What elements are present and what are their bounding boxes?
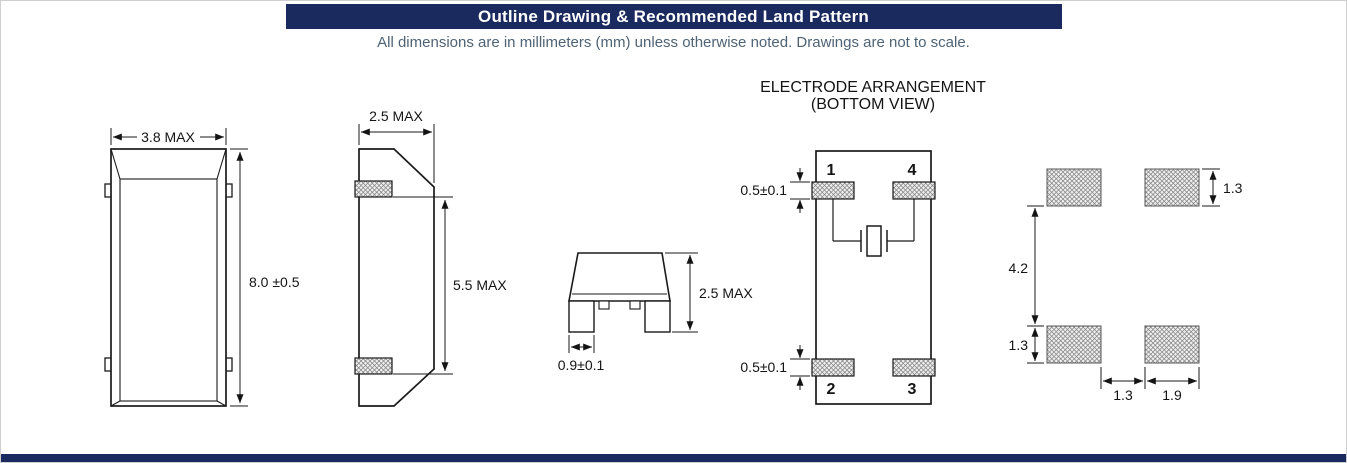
- electrode-top-pad-dimension: [790, 168, 810, 213]
- crystal-element: [866, 225, 882, 257]
- electrode-pad-4-hatch: [892, 181, 936, 200]
- land-pad-height-label: 1.3: [1223, 180, 1243, 196]
- side-width-dimension: [358, 124, 435, 183]
- front-lid-bevel: [110, 400, 121, 407]
- land-row-spacing-label: 4.2: [1009, 260, 1029, 276]
- electrode-pad-3-hatch: [892, 358, 936, 377]
- electrode-bottom-pad-dimension: [790, 345, 810, 390]
- section-title: Outline Drawing & Recommended Land Patte…: [478, 6, 869, 26]
- land-row-spacing-dimension: [1027, 205, 1044, 327]
- end-standoff-notch: [629, 300, 641, 310]
- crystal-symbol: [832, 199, 915, 257]
- land-pad-top-right-hatch: [1144, 168, 1200, 207]
- end-height-label: 2.5 MAX: [699, 285, 753, 301]
- front-lid-bevel: [110, 148, 121, 180]
- front-view: 3.8 MAX 8.0 ±0.5: [104, 128, 300, 407]
- electrode-title-line2: (BOTTOM VIEW): [811, 96, 935, 113]
- land-pad-bottom-right-hatch: [1144, 325, 1200, 364]
- electrode-pads: [811, 181, 936, 377]
- land-pad-bottom-left-hatch: [1046, 325, 1102, 364]
- land-pad-gap-label: 1.3: [1113, 387, 1133, 403]
- land-pad-width-label: 1.9: [1162, 387, 1182, 403]
- end-foot-left: [568, 300, 595, 333]
- end-lead-width-dimension: [568, 335, 595, 353]
- section-title-bar: Outline Drawing & Recommended Land Patte…: [285, 4, 1062, 29]
- dimensions-note: All dimensions are in millimeters (mm) u…: [377, 34, 970, 51]
- front-height-label: 8.0 ±0.5: [249, 274, 300, 290]
- front-body-outline: [110, 148, 227, 407]
- land-lower-pad-height-label: 1.3: [1009, 337, 1029, 353]
- land-lower-pad-height-dimension: [1027, 327, 1044, 364]
- end-lead-width-label: 0.9±0.1: [558, 357, 605, 373]
- electrode-pad-number-1: 1: [827, 162, 836, 179]
- electrode-pad-number-4: 4: [908, 162, 917, 179]
- side-pad-top-hatch: [354, 180, 393, 198]
- land-pad-top-left-hatch: [1046, 168, 1102, 207]
- front-lid-bevel: [216, 148, 227, 180]
- bottom-accent-bar: [1, 454, 1346, 462]
- land-bottom-dimensions: [1100, 367, 1200, 389]
- front-width-label: 3.8 MAX: [141, 129, 195, 145]
- end-standoff-notch: [598, 300, 610, 310]
- front-lid-bevel: [216, 400, 227, 407]
- side-body-outline: [358, 148, 435, 407]
- electrode-arrangement-view: ELECTRODE ARRANGEMENT (BOTTOM VIEW) 1 4 …: [740, 79, 986, 405]
- electrode-title-line1: ELECTRODE ARRANGEMENT: [760, 79, 986, 96]
- electrode-top-pad-label: 0.5±0.1: [740, 182, 787, 198]
- land-pad-height-dimension: [1202, 168, 1220, 207]
- end-view: 2.5 MAX 0.9±0.1: [558, 252, 753, 373]
- side-width-label: 2.5 MAX: [369, 108, 423, 124]
- land-pattern-pads: [1046, 168, 1200, 364]
- side-view: 2.5 MAX 5.5 MAX: [354, 108, 507, 407]
- electrode-pad-number-2: 2: [827, 381, 836, 398]
- side-lead-span-label: 5.5 MAX: [453, 277, 507, 293]
- electrode-pad-1-hatch: [811, 181, 855, 200]
- electrode-pad-2-hatch: [811, 358, 855, 377]
- end-height-dimension: [665, 252, 698, 333]
- electrode-bottom-pad-label: 0.5±0.1: [740, 359, 787, 375]
- front-lid-inner-outline: [119, 178, 218, 402]
- front-width-dimension: [110, 128, 227, 145]
- electrode-pad-number-3: 3: [908, 381, 917, 398]
- side-pad-bottom-hatch: [354, 357, 393, 375]
- side-lead-span-dimension: [393, 196, 453, 375]
- front-height-dimension: [230, 148, 248, 407]
- land-pattern-view: 1.3 4.2 1.3 1.3 1.9: [1009, 168, 1243, 403]
- end-foot-right: [644, 300, 671, 333]
